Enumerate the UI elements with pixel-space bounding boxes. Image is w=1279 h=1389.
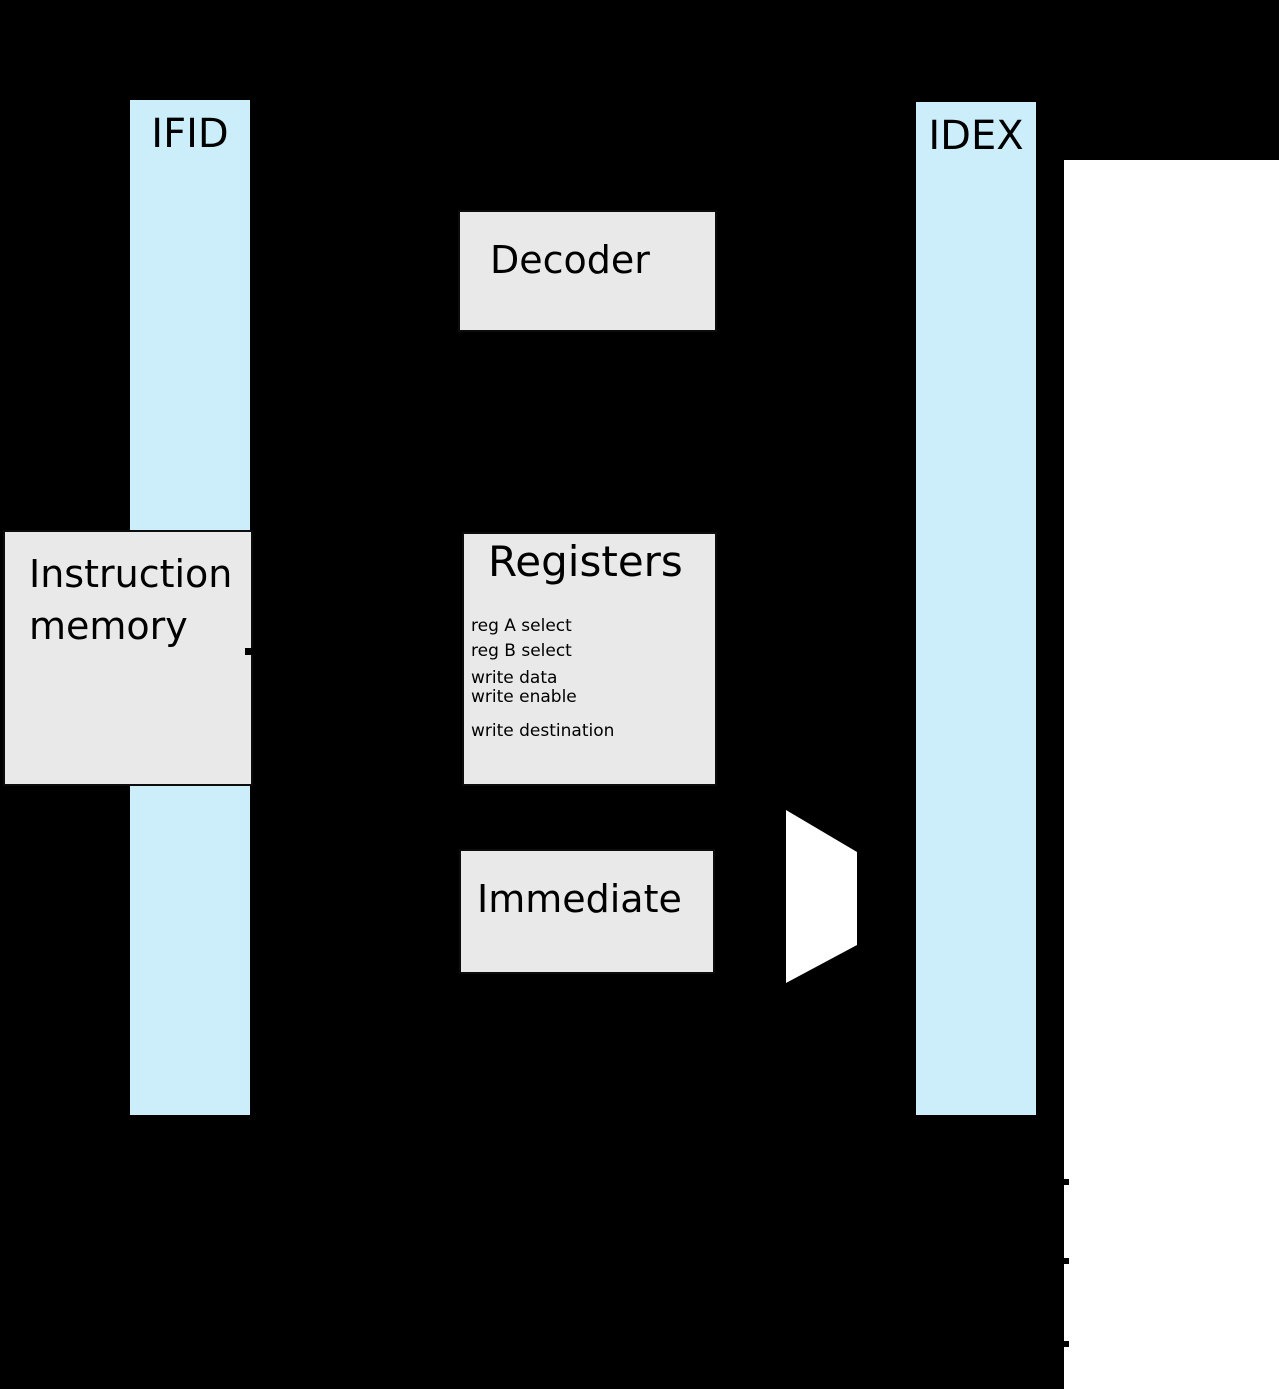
wire-stub-to-next-stage-1 [1064,1179,1069,1185]
idex-pipeline-register-bar: IDEX [914,100,1038,1117]
mux-trapezoid [786,810,857,983]
wire-stub-to-next-stage-3 [1064,1341,1069,1347]
registers-port-write-enable: write enable [471,687,577,707]
registers-port-reg-a-select: reg A select [471,616,572,636]
registers-port-write-destination: write destination [471,721,615,741]
decoder-label: Decoder [490,238,650,282]
instruction-memory-label-line1: Instruction [29,552,233,596]
instruction-memory-label-line2: memory [29,604,188,648]
immediate-label: Immediate [477,877,682,921]
registers-port-write-data: write data [471,668,558,688]
next-stage-white-panel [1064,160,1279,1389]
registers-block: Registers reg A select reg B select writ… [462,532,717,786]
idex-label: IDEX [928,113,1024,159]
wire-stub-ifid-output [251,119,256,125]
wire-stub-to-next-stage-2 [1064,1258,1069,1264]
wire-stub-instruction-memory-output [245,648,254,655]
decoder-block: Decoder [458,210,717,332]
registers-label: Registers [488,537,683,586]
registers-port-reg-b-select: reg B select [471,641,572,661]
instruction-memory-block: Instruction memory [3,530,253,786]
ifid-label: IFID [151,111,229,157]
immediate-block: Immediate [459,849,715,974]
mux-shape [786,810,857,983]
instruction-memory-label: Instruction memory [29,548,232,652]
